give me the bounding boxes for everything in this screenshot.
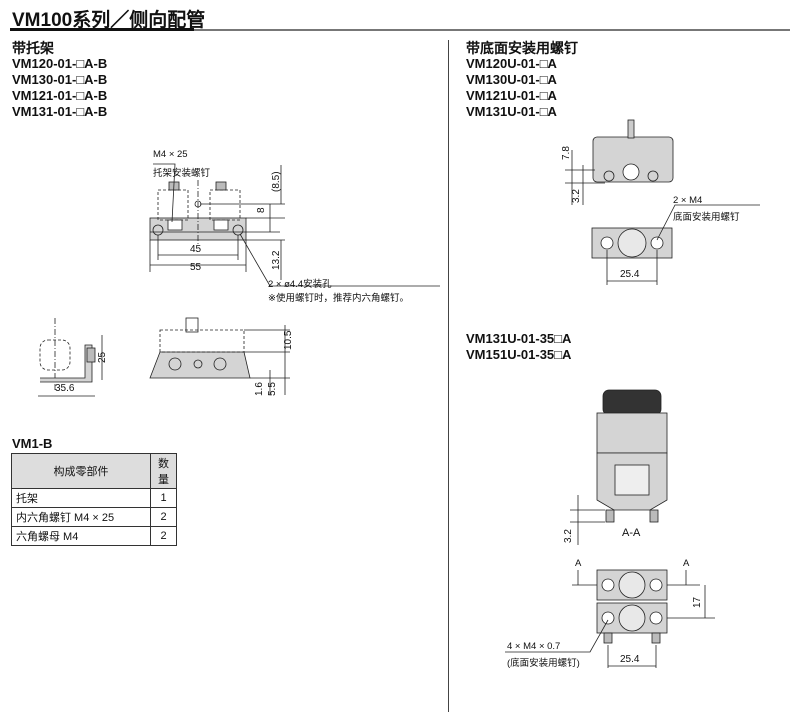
parts-table: 构成零部件 数量 托架 1 内六角螺钉 M4 × 25 2 六角螺母 M4 2 (11, 453, 177, 546)
right-model2: VM131U-01-35□A (466, 331, 572, 346)
right-model2: VM151U-01-35□A (466, 347, 572, 362)
right-model: VM120U-01-□A (466, 56, 557, 71)
hole-callout: 2 × ø4.4安装孔 (268, 279, 332, 290)
dim-25-4: 25.4 (620, 269, 640, 280)
title-rule (194, 29, 790, 31)
dim-5-5: 5.5 (267, 382, 278, 396)
part-name: 托架 (11, 488, 151, 508)
left-model: VM131-01-□A-B (12, 104, 108, 119)
right-section2-header: VM131U-01-35□A VM151U-01-35□A (466, 331, 571, 363)
right-model: VM131U-01-□A (466, 104, 557, 119)
col-header-part: 构成零部件 (11, 453, 151, 489)
dim-55: 55 (190, 262, 202, 273)
screw-callout-label: 托架安装螺钉 (153, 168, 211, 179)
dim-10-5: 10.5 (283, 330, 294, 350)
dim-25-4-b: 25.4 (620, 654, 640, 665)
title-underline (10, 28, 194, 31)
page-title: VM100系列／侧向配管 (12, 10, 206, 31)
screw-callout-size: M4 × 25 (153, 149, 188, 160)
screw-callout2-label: (底面安装用螺钉) (507, 658, 580, 669)
table-row: 内六角螺钉 M4 × 25 2 (11, 507, 177, 527)
dim-8-5: (8.5) (271, 171, 282, 192)
part-name: 六角螺母 M4 (11, 526, 151, 546)
parts-table-title: VM1-B (12, 436, 53, 451)
left-section-header: 带托架 VM120-01-□A-B VM130-01-□A-B VM121-01… (12, 40, 107, 120)
hole-callout-note: ※使用螺钉时，推荐内六角螺钉。 (268, 293, 409, 304)
table-header-row: 构成零部件 数量 (11, 453, 177, 489)
section-mark-left: A (575, 558, 582, 569)
column-divider (448, 40, 449, 712)
dim-7-8: 7.8 (561, 146, 572, 160)
dim-8: 8 (256, 207, 267, 213)
right-model: VM121U-01-□A (466, 88, 557, 103)
left-model: VM121-01-□A-B (12, 88, 108, 103)
part-qty: 2 (150, 526, 177, 546)
screw-callout2-size: 4 × M4 × 0.7 (507, 641, 561, 652)
dim-3-2: 3.2 (571, 189, 582, 203)
left-model: VM120-01-□A-B (12, 56, 108, 71)
dim-3-2-b: 3.2 (563, 529, 574, 543)
dim-17: 17 (692, 596, 703, 608)
bottom-screw-callout-size: 2 × M4 (673, 195, 703, 206)
dim-25: 25 (97, 351, 108, 363)
part-qty: 1 (150, 488, 177, 508)
dim-45: 45 (190, 244, 202, 255)
right-section-header: 带底面安装用螺钉 VM120U-01-□A VM130U-01-□A VM121… (466, 40, 578, 120)
right-heading: 带底面安装用螺钉 (466, 40, 578, 56)
left-heading: 带托架 (12, 40, 54, 56)
table-row: 托架 1 (11, 488, 177, 508)
dim-35-6: 35.6 (55, 383, 75, 394)
bottom-screw-callout-label: 底面安装用螺钉 (673, 212, 740, 223)
part-name: 内六角螺钉 M4 × 25 (11, 507, 151, 527)
col-header-qty: 数量 (150, 453, 177, 489)
left-model: VM130-01-□A-B (12, 72, 108, 87)
section-mark-right: A (683, 558, 690, 569)
dim-13-2: 13.2 (271, 250, 282, 270)
section-label: A-A (622, 527, 641, 539)
dim-1-6: 1.6 (254, 382, 265, 396)
right-model: VM130U-01-□A (466, 72, 557, 87)
table-row: 六角螺母 M4 2 (11, 526, 177, 546)
part-qty: 2 (150, 507, 177, 527)
